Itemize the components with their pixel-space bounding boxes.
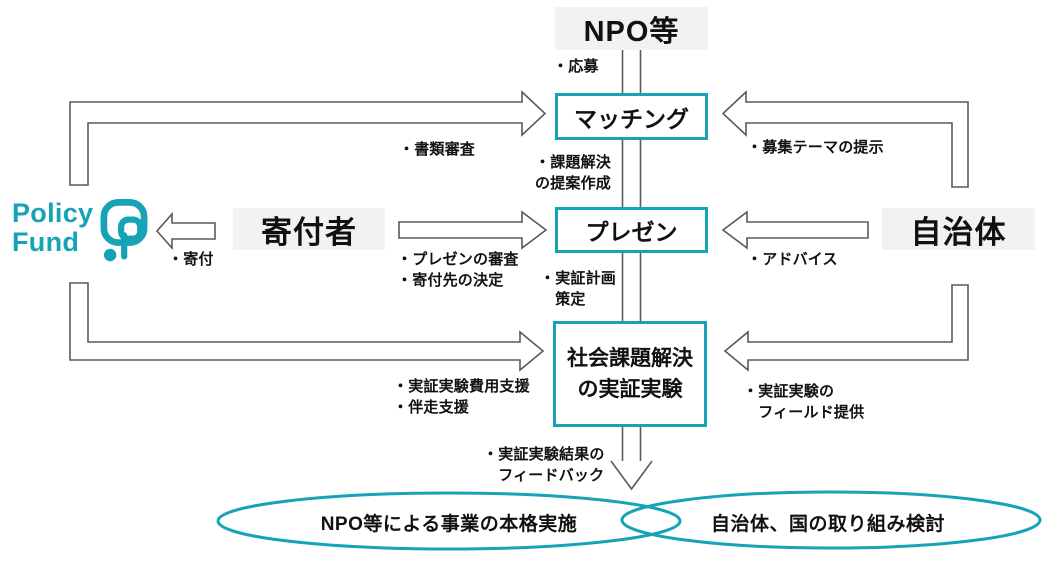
- logo-line2: Fund: [12, 227, 80, 258]
- arrow-government-to-presentation: [721, 210, 869, 250]
- label-apply: ・応募: [553, 58, 599, 75]
- policy-fund-logo-text: Policy Fund: [12, 198, 94, 258]
- down-arrowhead-icon: [610, 460, 653, 491]
- stage-matching-box: マッチング: [555, 93, 708, 140]
- logo-line1: Policy: [12, 198, 94, 228]
- label-cost-support: ・実証実験費用支援 ・伴走支援: [393, 378, 530, 417]
- label-presentation-review: ・プレゼンの審査 ・寄付先の決定: [397, 251, 519, 290]
- arrow-donor-to-presentation: [398, 210, 548, 250]
- label-experiment-plan: ・実証計画 策定: [540, 270, 617, 309]
- policy-fund-logo-icon: [100, 199, 148, 262]
- label-document-screening: ・書類審査: [399, 141, 476, 158]
- stage-experiment-box: 社会課題解決 の実証実験: [553, 321, 707, 427]
- label-feedback: ・実証実験結果の フィードバック: [483, 446, 605, 485]
- outcome-npo-business: NPO等による事業の本格実施: [320, 514, 578, 535]
- label-theme-presentation: ・募集テーマの提示: [747, 139, 884, 156]
- arrow-fund-to-matching: [69, 90, 547, 186]
- actor-government: 自治体: [882, 208, 1035, 250]
- outcome-government-consideration: 自治体、国の取り組み検討: [710, 514, 945, 535]
- actor-npo: NPO等: [555, 7, 708, 50]
- arrow-fund-to-experiment: [69, 282, 545, 372]
- outcome-ellipse-npo: [216, 491, 682, 551]
- policy-fund-logo: Policy Fund: [12, 198, 148, 266]
- stage-presentation-box: プレゼン: [555, 207, 708, 253]
- arrow-government-to-experiment: [723, 284, 969, 372]
- arrow-donor-to-fund: [155, 211, 216, 251]
- label-proposal-creation: ・課題解決 の提案作成: [535, 154, 612, 193]
- arrow-government-to-matching: [721, 90, 969, 188]
- actor-donor: 寄付者: [233, 208, 385, 250]
- label-advice: ・アドバイス: [747, 251, 838, 268]
- label-field-provision: ・実証実験の フィールド提供: [743, 383, 865, 422]
- outcome-ellipse-government: [620, 490, 1042, 550]
- label-donation: ・寄付: [168, 251, 214, 268]
